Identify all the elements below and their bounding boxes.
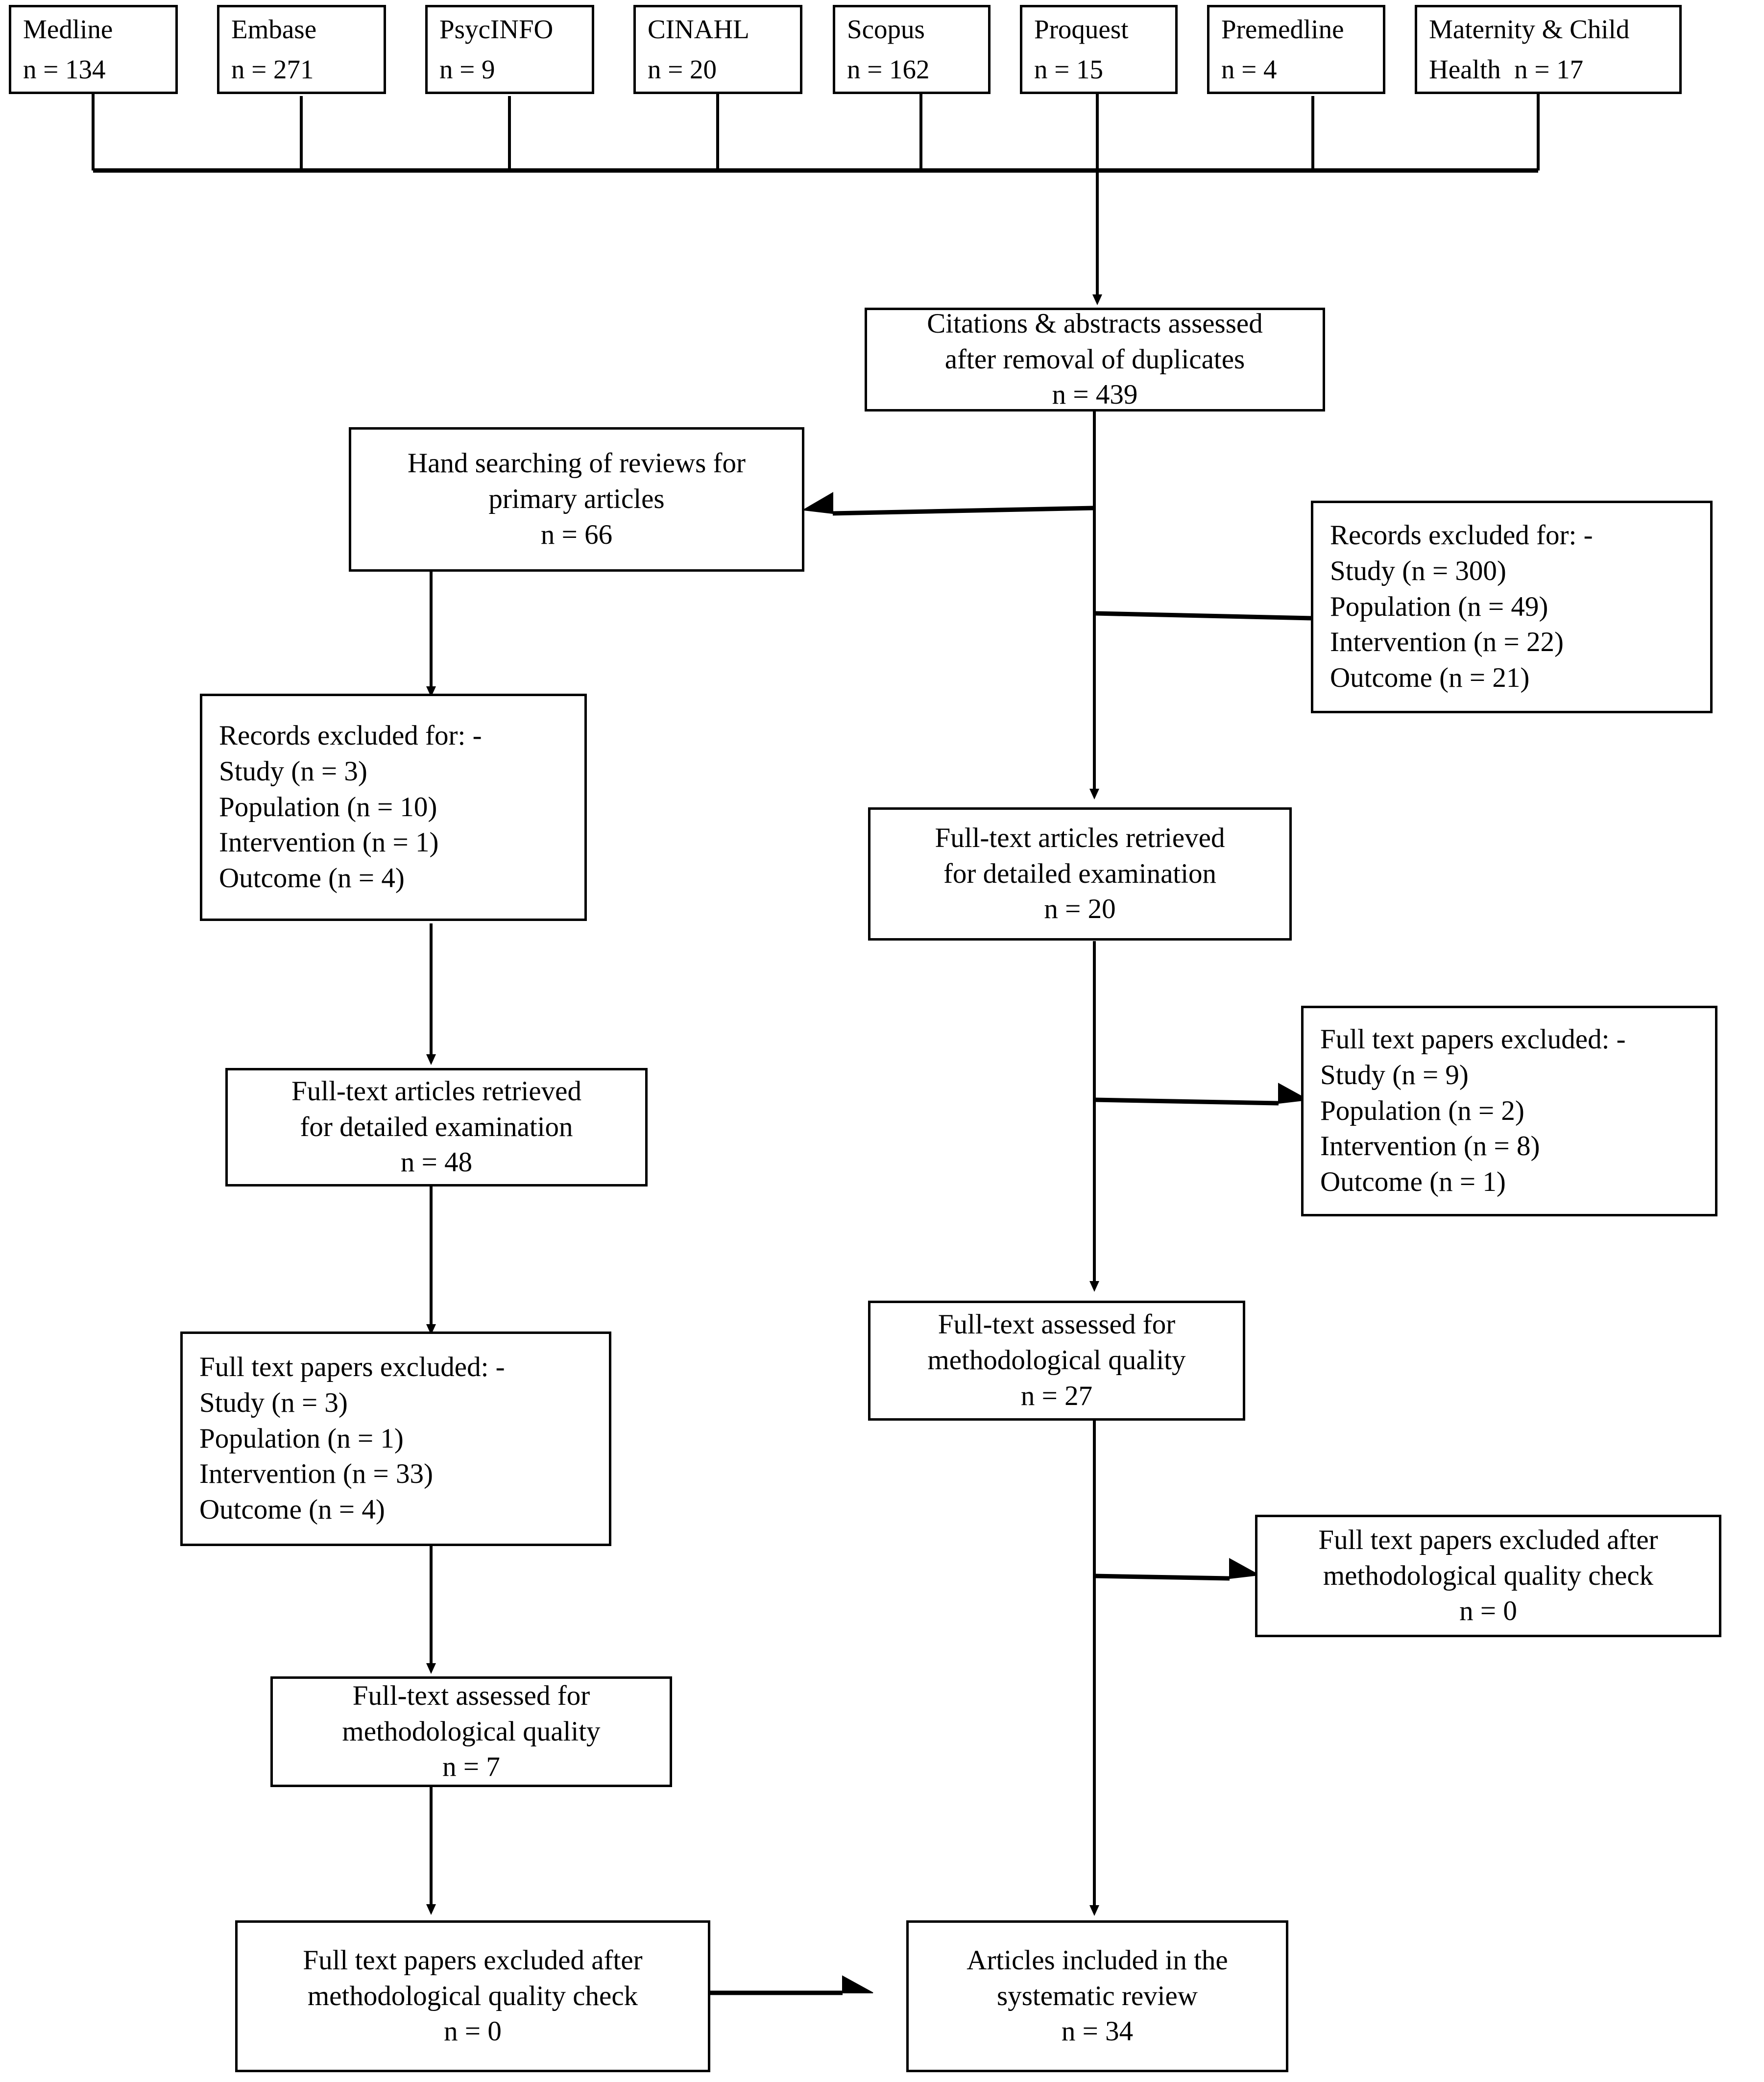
source-count: n = 20	[648, 54, 717, 84]
node-line: Intervention (n = 22)	[1330, 627, 1564, 658]
source-box-premedline: Premedline n = 4	[1207, 5, 1385, 94]
source-count: n = 4	[1221, 54, 1277, 84]
node-line: n = 34	[1061, 2016, 1134, 2047]
node-records-excluded-handsearch: Records excluded for: - Study (n = 3) Po…	[200, 694, 587, 921]
node-line: n = 48	[400, 1147, 473, 1178]
node-line: Full-text articles retrieved	[935, 822, 1225, 853]
node-line: Intervention (n = 33)	[199, 1458, 433, 1490]
source-box-scopus: Scopus n = 162	[833, 5, 991, 94]
arrow-qualityexcludedleft-to-included	[710, 1975, 873, 1995]
node-line: n = 0	[1459, 1596, 1517, 1627]
node-line: n = 66	[540, 519, 613, 550]
arrow-citations-branch	[801, 411, 1344, 799]
source-box-maternity-child-health: Maternity & Child Health n = 17	[1415, 5, 1682, 94]
source-name: PsycINFO	[439, 14, 554, 44]
node-line: methodological quality check	[307, 1980, 638, 2011]
source-name: Medline	[23, 14, 113, 44]
node-line: Citations & abstracts assessed	[927, 308, 1263, 339]
node-line: systematic review	[997, 1980, 1198, 2011]
node-line: Full text papers excluded after	[1318, 1524, 1658, 1555]
source-count: n = 134	[23, 54, 106, 84]
node-citations-assessed: Citations & abstracts assessed after rem…	[865, 308, 1325, 412]
source-name: Embase	[231, 14, 317, 44]
node-line: Outcome (n = 1)	[1320, 1166, 1506, 1198]
node-line: after removal of duplicates	[944, 343, 1245, 375]
node-line: Study (n = 3)	[199, 1387, 348, 1418]
node-fulltext-retrieved-database: Full-text articles retrieved for detaile…	[868, 807, 1292, 941]
source-box-proquest: Proquest n = 15	[1020, 5, 1178, 94]
node-line: for detailed examination	[943, 858, 1217, 889]
node-line: methodological quality	[927, 1345, 1186, 1376]
node-line: methodological quality	[342, 1716, 601, 1747]
node-line: Study (n = 9)	[1320, 1059, 1469, 1090]
source-count: n = 271	[231, 54, 314, 84]
node-line: n = 0	[444, 2016, 502, 2047]
node-records-excluded-database: Records excluded for: - Study (n = 300) …	[1311, 501, 1713, 713]
node-line: Intervention (n = 8)	[1320, 1131, 1540, 1162]
node-line: Population (n = 2)	[1320, 1095, 1524, 1126]
source-box-medline: Medline n = 134	[9, 5, 178, 94]
source-box-embase: Embase n = 271	[217, 5, 386, 94]
node-line: n = 20	[1044, 894, 1116, 925]
node-quality-excluded-handsearch: Full text papers excluded after methodol…	[235, 1920, 710, 2072]
node-line: Records excluded for: -	[1330, 519, 1593, 551]
node-quality-assessed-database: Full-text assessed for methodological qu…	[868, 1301, 1245, 1421]
node-line: Study (n = 3)	[219, 755, 367, 787]
source-count: n = 9	[439, 54, 495, 84]
node-hand-searching: Hand searching of reviews for primary ar…	[349, 427, 804, 572]
source-box-cinahl: CINAHL n = 20	[633, 5, 802, 94]
source-box-psycinfo: PsycINFO n = 9	[425, 5, 594, 94]
node-line: Hand searching of reviews for	[407, 448, 746, 479]
node-line: Full text papers excluded: -	[199, 1351, 505, 1382]
node-line: Population (n = 49)	[1330, 591, 1548, 622]
node-quality-excluded-database: Full text papers excluded after methodol…	[1255, 1515, 1721, 1637]
node-line: Outcome (n = 4)	[199, 1494, 385, 1525]
node-line: methodological quality check	[1323, 1560, 1654, 1591]
node-line: Articles included in the	[967, 1944, 1228, 1976]
arrow-quality27-branch	[1089, 1421, 1261, 1916]
source-name: Premedline	[1221, 14, 1344, 44]
node-articles-included: Articles included in the systematic revi…	[906, 1920, 1288, 2072]
node-line: n = 439	[1052, 379, 1138, 411]
node-line: primary articles	[488, 484, 665, 515]
node-line: Population (n = 10)	[219, 791, 437, 823]
node-quality-assessed-handsearch: Full-text assessed for methodological qu…	[270, 1676, 672, 1787]
node-fulltext-excluded-handsearch: Full text papers excluded: - Study (n = …	[180, 1332, 611, 1546]
source-count: n = 15	[1034, 54, 1104, 84]
node-line: Full text papers excluded after	[303, 1944, 643, 1976]
node-line: Population (n = 1)	[199, 1423, 404, 1454]
source-manifold	[92, 91, 1540, 173]
source-count: Health n = 17	[1429, 54, 1584, 84]
source-name: Proquest	[1034, 14, 1129, 44]
node-line: Intervention (n = 1)	[219, 827, 439, 858]
node-line: for detailed examination	[300, 1111, 573, 1142]
source-name: Maternity & Child	[1429, 14, 1630, 44]
node-fulltext-excluded-database: Full text papers excluded: - Study (n = …	[1301, 1006, 1717, 1216]
node-line: n = 27	[1020, 1380, 1093, 1411]
source-count: n = 162	[847, 54, 930, 84]
node-line: Full text papers excluded: -	[1320, 1023, 1626, 1055]
node-line: Full-text articles retrieved	[291, 1075, 581, 1107]
node-line: Records excluded for: -	[219, 720, 482, 751]
node-line: Full-text assessed for	[938, 1309, 1176, 1340]
node-fulltext-retrieved-handsearch: Full-text articles retrieved for detaile…	[225, 1068, 648, 1186]
node-line: Outcome (n = 21)	[1330, 662, 1530, 694]
node-line: n = 7	[442, 1751, 500, 1783]
node-line: Full-text assessed for	[352, 1680, 590, 1711]
source-name: CINAHL	[648, 14, 749, 44]
arrow-fulltext20-branch	[1089, 941, 1310, 1292]
node-line: Outcome (n = 4)	[219, 863, 405, 894]
source-name: Scopus	[847, 14, 925, 44]
node-line: Study (n = 300)	[1330, 555, 1506, 586]
